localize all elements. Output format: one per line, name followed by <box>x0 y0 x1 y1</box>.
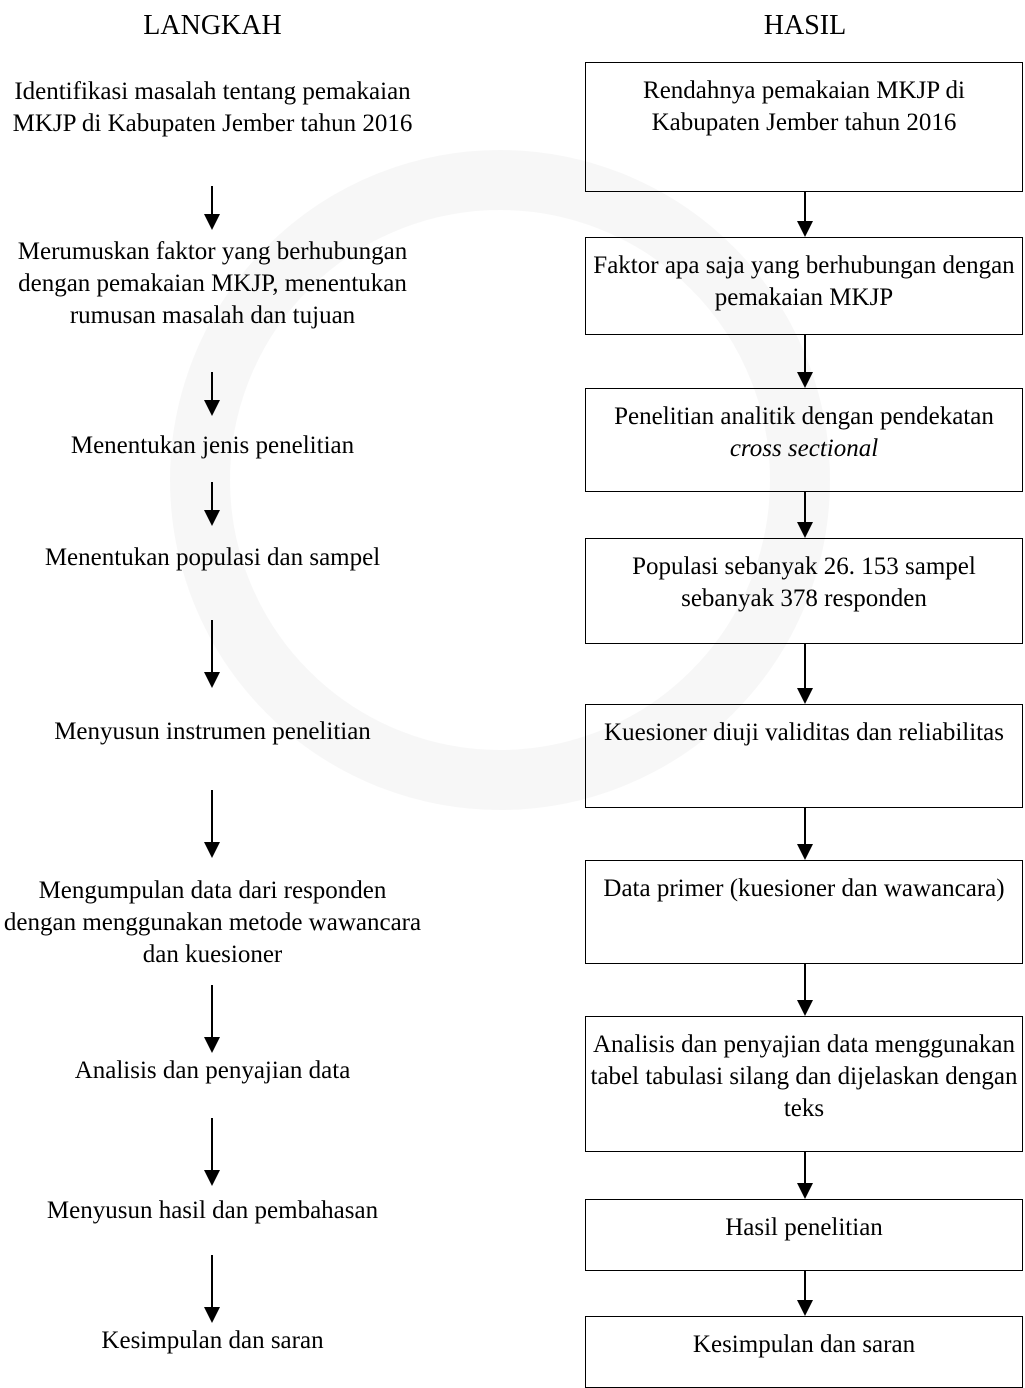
arrow-down-icon <box>204 186 220 230</box>
arrow-down-icon <box>204 620 220 688</box>
arrow-down-icon <box>204 372 220 416</box>
result-text-6: Data primer (kuesioner dan wawancara) <box>603 875 1005 902</box>
result-box-3: Penelitian analitik dengan pendekatan cr… <box>585 388 1023 492</box>
result-box-9: Kesimpulan dan saran <box>585 1316 1023 1388</box>
arrow-down-icon <box>797 964 813 1016</box>
arrow-down-icon <box>204 985 220 1053</box>
arrow-down-icon <box>204 1118 220 1186</box>
result-box-2: Faktor apa saja yang berhubungan dengan … <box>585 237 1023 335</box>
arrow-down-icon <box>204 790 220 858</box>
arrow-down-icon <box>797 335 813 388</box>
result-box-8: Hasil penelitian <box>585 1199 1023 1271</box>
arrow-down-icon <box>204 482 220 526</box>
result-box-6: Data primer (kuesioner dan wawancara) <box>585 860 1023 964</box>
arrow-down-icon <box>797 644 813 704</box>
result-text-3: Penelitian analitik dengan pendekatan cr… <box>614 403 994 462</box>
step-4: Menentukan populasi dan sampel <box>44 544 381 571</box>
result-box-7: Analisis dan penyajian data menggunakan … <box>585 1016 1023 1152</box>
arrow-down-icon <box>204 1255 220 1323</box>
step-1: Identifikasi masalah tentang pemakaian M… <box>12 78 413 137</box>
result-box-5: Kuesioner diuji validitas dan reliabilit… <box>585 704 1023 808</box>
step-2: Merumuskan faktor yang berhubungan denga… <box>17 238 408 329</box>
result-text-4: Populasi sebanyak 26. 153 sampel sebanya… <box>632 553 976 612</box>
result-box-1: Rendahnya pemakaian MKJP di Kabupaten Je… <box>585 62 1023 192</box>
arrow-down-icon <box>797 1271 813 1316</box>
step-9: Kesimpulan dan saran <box>101 1327 324 1354</box>
result-text-1: Rendahnya pemakaian MKJP di Kabupaten Je… <box>643 77 965 136</box>
step-8: Menyusun hasil dan pembahasan <box>46 1197 379 1224</box>
arrow-down-icon <box>797 1152 813 1199</box>
step-5: Menyusun instrumen penelitian <box>54 718 371 745</box>
header-hasil: HASIL <box>763 10 847 41</box>
result-text-5: Kuesioner diuji validitas dan reliabilit… <box>604 719 1004 746</box>
arrow-down-icon <box>797 492 813 538</box>
arrow-down-icon <box>797 192 813 237</box>
step-3: Menentukan jenis penelitian <box>70 432 355 459</box>
arrow-down-icon <box>797 808 813 860</box>
header-langkah: LANGKAH <box>143 10 282 41</box>
result-box-4: Populasi sebanyak 26. 153 sampel sebanya… <box>585 538 1023 644</box>
step-7: Analisis dan penyajian data <box>74 1057 351 1084</box>
result-text-9: Kesimpulan dan saran <box>692 1331 916 1358</box>
result-text-2: Faktor apa saja yang berhubungan dengan … <box>593 252 1015 311</box>
result-text-7: Analisis dan penyajian data menggunakan … <box>590 1031 1018 1122</box>
step-6: Mengumpulan data dari responden dengan m… <box>3 877 422 968</box>
result-text-8: Hasil penelitian <box>725 1214 883 1241</box>
